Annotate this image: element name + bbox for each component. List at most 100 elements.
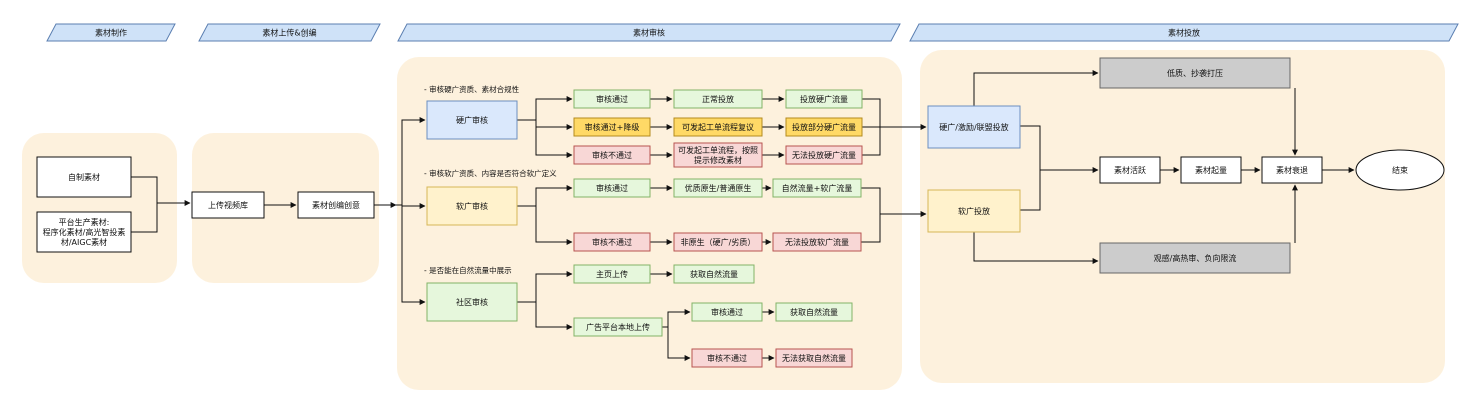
stage-header-shape — [397, 23, 901, 42]
connector-edge — [1020, 125, 1041, 211]
node-shape — [1099, 57, 1291, 89]
node-label: 可发起工单流程复议 — [682, 122, 754, 132]
node-label: 素材创编创意 — [312, 200, 360, 210]
connector-edge — [973, 232, 1099, 264]
node-label: 审核不通过 — [707, 353, 747, 363]
node-label: 正常投放 — [702, 94, 734, 104]
node-label: 观感/高热审、负向限流 — [1154, 253, 1237, 263]
node-label: 审核不通过 — [592, 150, 632, 160]
node-upload: 上传视频库 — [191, 191, 265, 219]
connector-edge — [131, 203, 158, 233]
node-soft-none: 无法投放软广流量 — [772, 232, 862, 252]
stage-header-shape — [198, 23, 381, 42]
node-shape — [573, 178, 651, 198]
node-shape — [673, 232, 763, 252]
node-label: 获取自然流量 — [790, 307, 838, 317]
node-shape — [426, 186, 518, 226]
stage-s1: 素材制作 — [46, 23, 176, 42]
node-label: 材/AIGC素材 — [61, 237, 107, 247]
node-shape — [1355, 149, 1445, 191]
node-shape — [426, 100, 518, 140]
group-panel-production — [22, 133, 177, 283]
node-shape — [36, 156, 132, 198]
node-quality-native: 优质原生/普通原生 — [673, 178, 763, 198]
node-shape — [775, 302, 853, 322]
node-hard-delivery: 硬广/激励/联盟投放 — [927, 105, 1021, 149]
node-shape — [673, 142, 763, 168]
node-active: 素材活跃 — [1099, 156, 1161, 184]
node-shape — [426, 282, 518, 322]
node-soft-fail: 审核不通过 — [573, 232, 651, 252]
node-shape — [297, 191, 375, 219]
node-self-made: 自制素材 — [36, 156, 132, 198]
node-decline: 素材衰退 — [1261, 156, 1323, 184]
node-label: 主页上传 — [596, 269, 628, 279]
node-label: 提示修改素材 — [694, 155, 742, 165]
node-hard-review: 硬广审核 — [426, 100, 518, 140]
node-label: 程序化素材/高光智投素 — [43, 227, 126, 237]
node-label: 审核通过 — [596, 94, 628, 104]
stage-header-label: 素材审核 — [633, 28, 665, 38]
connector-edge — [667, 327, 691, 361]
node-label: 自制素材 — [68, 172, 100, 182]
stage-header-label: 素材制作 — [95, 28, 127, 38]
connector-edge — [517, 96, 573, 121]
node-hard-pass-down: 审核通过+降级 — [573, 117, 651, 137]
node-label: 审核通过+降级 — [585, 122, 640, 132]
node-label: 素材衰退 — [1276, 165, 1308, 175]
stage-header-shape — [909, 23, 1459, 42]
node-label: 素材活跃 — [1114, 165, 1146, 175]
node-label: 审核通过 — [711, 307, 743, 317]
node-label: 硬广/激励/联盟投放 — [939, 122, 1008, 132]
connector-edge — [396, 117, 426, 206]
stage-header-shape — [46, 23, 176, 42]
node-label: 优质原生/普通原生 — [685, 183, 752, 193]
connector-edge — [535, 302, 573, 330]
node-ad-local-upload: 广告平台本地上传 — [573, 317, 663, 337]
node-shape — [573, 232, 651, 252]
group-panel-delivery — [920, 50, 1445, 383]
note-community: - 是否能在自然流量中展示 — [424, 265, 512, 275]
node-soft-delivery: 软广投放 — [927, 189, 1021, 233]
node-label: 审核不通过 — [592, 237, 632, 247]
node-hard-partial: 投放部分硬广流量 — [785, 117, 863, 137]
node-label: 投放硬广流量 — [800, 94, 848, 104]
node-label: 自然流量+软广流量 — [782, 183, 853, 193]
node-non-native: 非原生（硬广/劣质） — [673, 232, 763, 252]
node-label: 软广审核 — [456, 201, 488, 211]
node-shape — [772, 232, 862, 252]
stage-s3: 素材审核 — [397, 23, 901, 42]
node-edit: 素材创编创意 — [297, 191, 375, 219]
node-shape — [785, 89, 863, 109]
node-label: 软广投放 — [958, 206, 990, 216]
node-label: 硬广审核 — [456, 115, 488, 125]
connector-edge — [517, 271, 573, 303]
node-label: 获取自然流量 — [690, 269, 738, 279]
node-shape — [691, 348, 763, 368]
node-ticket-review: 可发起工单流程复议 — [673, 117, 763, 137]
node-shape — [673, 89, 763, 109]
node-shape — [673, 117, 763, 137]
node-label: 低质、抄袭打压 — [1167, 68, 1223, 78]
node-label: 结束 — [1392, 165, 1408, 175]
node-shape — [927, 105, 1021, 149]
node-homepage-upload: 主页上传 — [573, 264, 651, 284]
node-shape — [573, 264, 651, 284]
node-shape — [1099, 242, 1291, 274]
node-shape — [785, 145, 863, 165]
node-shape — [1261, 156, 1323, 184]
node-label: 素材起量 — [1195, 165, 1227, 175]
node-natural-soft: 自然流量+软广流量 — [772, 178, 862, 198]
node-shape — [927, 189, 1021, 233]
node-shape — [691, 302, 763, 322]
node-shape — [573, 317, 663, 337]
node-normal-delivery: 正常投放 — [673, 89, 763, 109]
node-shape — [772, 178, 862, 198]
stage-header-label: 素材上传&创编 — [262, 28, 316, 38]
node-comm-fail: 审核不通过 — [691, 348, 763, 368]
node-hard-fail: 审核不通过 — [573, 145, 651, 165]
group-panel-upload — [192, 133, 379, 283]
